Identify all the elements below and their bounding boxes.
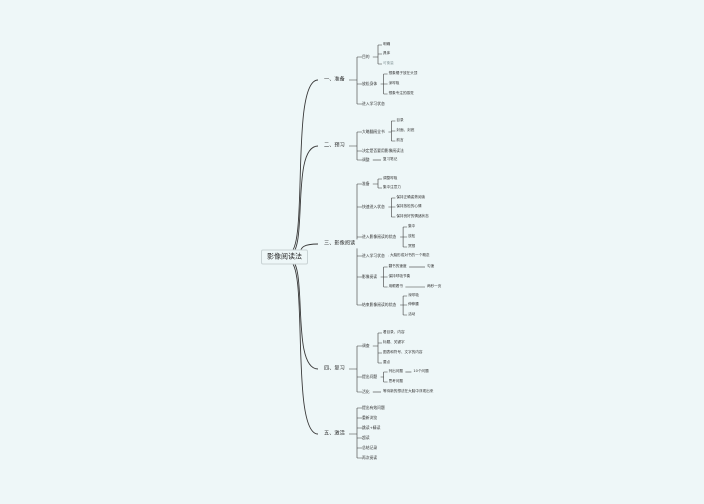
branch-4-topic-3-item-1[interactable]: 等待新的想法在大脑中浮现出来 <box>383 389 434 394</box>
branch-3-topic-3-item-2[interactable]: 放松 <box>408 234 416 239</box>
branch-4-topic-2-item-1-sub-1[interactable]: 10个问题 <box>413 369 429 374</box>
branch-4-topic-1-item-3[interactable]: 图表和符号、文字的内容 <box>383 350 423 355</box>
branch-1-topic-1-item-1[interactable]: 明确 <box>383 42 391 47</box>
branch-3-topic-5-item-2[interactable]: 保持呼吸节奏 <box>388 274 411 279</box>
branch-5-topic-1[interactable]: 提出有效问题 <box>362 405 385 411</box>
branch-4-topic-3[interactable]: 活化 <box>362 389 370 395</box>
branch-connector-5 <box>288 260 319 435</box>
branch-4-topic-1-item-1[interactable]: 看目录、内容 <box>383 330 405 335</box>
branch-3-topic-6[interactable]: 结束影像阅读的状态 <box>362 302 397 308</box>
branch-4-topic-2[interactable]: 提出问题 <box>362 374 378 380</box>
branch-4-topic-2-item-1[interactable]: 列出问题 <box>388 369 403 374</box>
branch-2-topic-3[interactable]: 调整 <box>362 157 370 163</box>
branch-3-topic-6-item-1[interactable]: 深呼吸 <box>408 293 419 298</box>
branch-3-topic-6-item-3[interactable]: 活动 <box>408 312 416 317</box>
branch-1[interactable]: 一、准备 <box>320 75 349 85</box>
branch-3-topic-5-item-1[interactable]: 翻书的速度 <box>388 264 407 269</box>
branch-5-topic-3[interactable]: 跳读+精读 <box>362 425 381 431</box>
branch-1-topic-3[interactable]: 进入学习状态 <box>362 101 385 107</box>
branch-1-topic-2-item-2[interactable]: 深呼吸 <box>388 81 400 86</box>
branch-5-topic-5[interactable]: 总结记录 <box>362 445 378 451</box>
branch-connector-1 <box>288 79 319 254</box>
branch-1-topic-1-item-2[interactable]: 具体 <box>383 51 391 56</box>
branch-connector-4 <box>288 258 319 370</box>
branch-3-topic-2-item-3[interactable]: 保持良好的情绪状态 <box>396 214 429 219</box>
branch-3-topic-5-item-1-sub-1[interactable]: 匀速 <box>427 264 435 269</box>
branch-3-topic-4-item-1[interactable]: 大脑形成对书的一个概念 <box>390 253 430 258</box>
branch-3-topic-3[interactable]: 进入影像阅读的状态 <box>362 234 397 240</box>
branch-3-topic-2-item-1[interactable]: 保持正确姿势阅读 <box>396 195 426 200</box>
branch-2-bracket <box>349 131 362 161</box>
branch-3-topic-2[interactable]: 快速进入状态 <box>362 204 385 210</box>
branch-3-topic-5-item-3[interactable]: 用眼看书 <box>388 284 403 289</box>
branch-3-topic-2-item-2[interactable]: 保持放松的心情 <box>396 204 422 209</box>
branch-3-topic-1[interactable]: 准备 <box>362 181 370 187</box>
branch-1-bracket <box>349 56 362 105</box>
branch-1-topic-1-item-3[interactable]: 可衡量 <box>383 61 394 66</box>
branch-3[interactable]: 三、影像阅读 <box>320 239 360 249</box>
branch-4-topic-1-bracket <box>372 332 382 364</box>
branch-2-topic-1[interactable]: 大略翻阅全书 <box>362 129 385 135</box>
branch-1-topic-1[interactable]: 目的 <box>362 54 370 60</box>
branch-5[interactable]: 五、激活 <box>320 429 349 439</box>
branch-1-topic-1-bracket <box>372 44 382 65</box>
branch-4-topic-1-item-2[interactable]: 标题、关键字 <box>383 340 405 345</box>
branch-4-topic-1-item-4[interactable]: 要点 <box>383 360 391 365</box>
branch-1-topic-2[interactable]: 放松身体 <box>362 81 378 87</box>
branch-1-topic-2-item-3[interactable]: 想象专注的感觉 <box>388 91 414 96</box>
root-topic[interactable]: 影像阅读法 <box>261 249 308 265</box>
branch-3-topic-1-bracket <box>372 178 382 189</box>
branch-3-topic-1-item-2[interactable]: 集中注意力 <box>383 185 401 190</box>
branch-1-topic-2-bracket <box>380 73 388 95</box>
branch-2-topic-1-item-3[interactable]: 前言 <box>396 138 404 143</box>
branch-4-topic-2-item-2[interactable]: 思考问题 <box>388 379 403 384</box>
branch-4-topic-1[interactable]: 调查 <box>362 343 370 349</box>
branch-5-topic-6[interactable]: 再次阅读 <box>362 455 378 461</box>
branch-3-topic-3-item-1[interactable]: 集中 <box>408 224 416 229</box>
branch-5-bracket <box>349 407 362 459</box>
branch-3-topic-5[interactable]: 影像阅读 <box>362 274 378 280</box>
branch-2-topic-1-bracket <box>388 120 396 142</box>
branch-3-topic-5-bracket <box>380 266 388 288</box>
branch-4-topic-2-bracket <box>380 371 388 383</box>
branch-2-topic-1-item-1[interactable]: 目录 <box>396 118 404 123</box>
branch-2-topic-3-item-1[interactable]: 复习笔记 <box>383 157 398 162</box>
branch-1-topic-2-item-1[interactable]: 想象橘子放在头顶 <box>388 71 418 76</box>
branch-4[interactable]: 四、复习 <box>320 364 349 374</box>
branch-3-topic-2-bracket <box>388 197 396 218</box>
branch-5-topic-4[interactable]: 超读 <box>362 435 370 441</box>
branch-3-topic-3-item-3[interactable]: 冥想 <box>408 244 416 249</box>
branch-2-topic-2[interactable]: 决定是否要用影像阅读法 <box>362 148 404 154</box>
branch-4-bracket <box>349 345 362 393</box>
branch-3-topic-6-bracket <box>400 295 408 316</box>
branch-2[interactable]: 二、预习 <box>320 141 349 151</box>
branch-3-topic-6-item-2[interactable]: 伸伸腰 <box>408 302 419 307</box>
branch-3-topic-5-item-3-sub-1[interactable]: 两秒一页 <box>427 284 442 289</box>
branch-2-topic-1-item-2[interactable]: 封面、封底 <box>396 128 415 133</box>
branch-3-topic-4[interactable]: 进入学习状态 <box>362 253 385 259</box>
branch-5-topic-2[interactable]: 重新浏览 <box>362 415 378 421</box>
branch-3-topic-3-bracket <box>400 226 408 248</box>
branch-3-topic-1-item-1[interactable]: 调整呼吸 <box>383 176 398 181</box>
branch-connector-2 <box>288 145 319 256</box>
